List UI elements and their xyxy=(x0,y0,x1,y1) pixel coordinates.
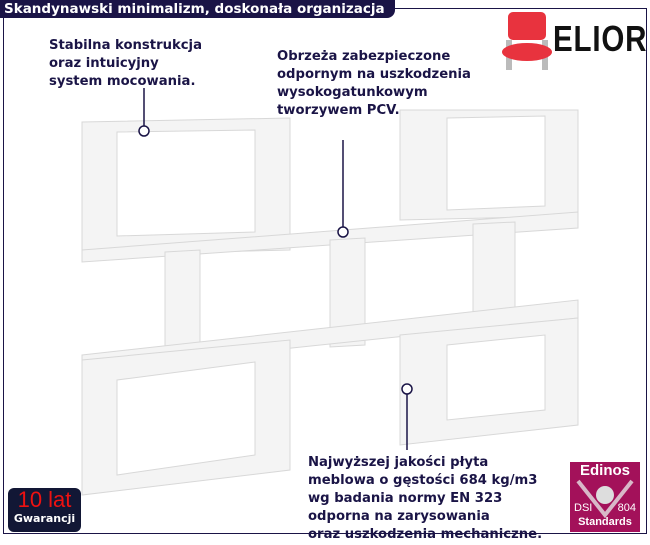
warranty-years: 10 lat xyxy=(17,487,72,512)
callout-dot xyxy=(337,226,349,238)
edinos-certificate: Edinos DSI 804 Standards xyxy=(570,462,640,532)
warranty-badge: 10 lat Gwarancji xyxy=(8,488,81,532)
warranty-label: Gwarancji xyxy=(13,512,76,525)
callout-construction: Stabilna konstrukcja oraz intuicyjny sys… xyxy=(49,38,202,89)
cert-bottom: Standards xyxy=(578,516,632,528)
brand-logo: ELIOR xyxy=(553,18,648,59)
cert-emblem-icon xyxy=(576,479,634,519)
callout-material: Najwyższej jakości płyta meblowa o gęsto… xyxy=(308,455,543,542)
callout-dot xyxy=(138,125,150,137)
cert-left: DSI xyxy=(574,502,593,514)
chair-icon xyxy=(502,12,552,70)
cert-right: 804 xyxy=(617,502,636,514)
cert-name: Edinos xyxy=(579,462,630,479)
callout-edges: Obrzeża zabezpieczone odpornym na uszkod… xyxy=(277,49,471,118)
callout-dot xyxy=(401,383,413,395)
header-title: Skandynawski minimalizm, doskonała organ… xyxy=(0,0,395,18)
